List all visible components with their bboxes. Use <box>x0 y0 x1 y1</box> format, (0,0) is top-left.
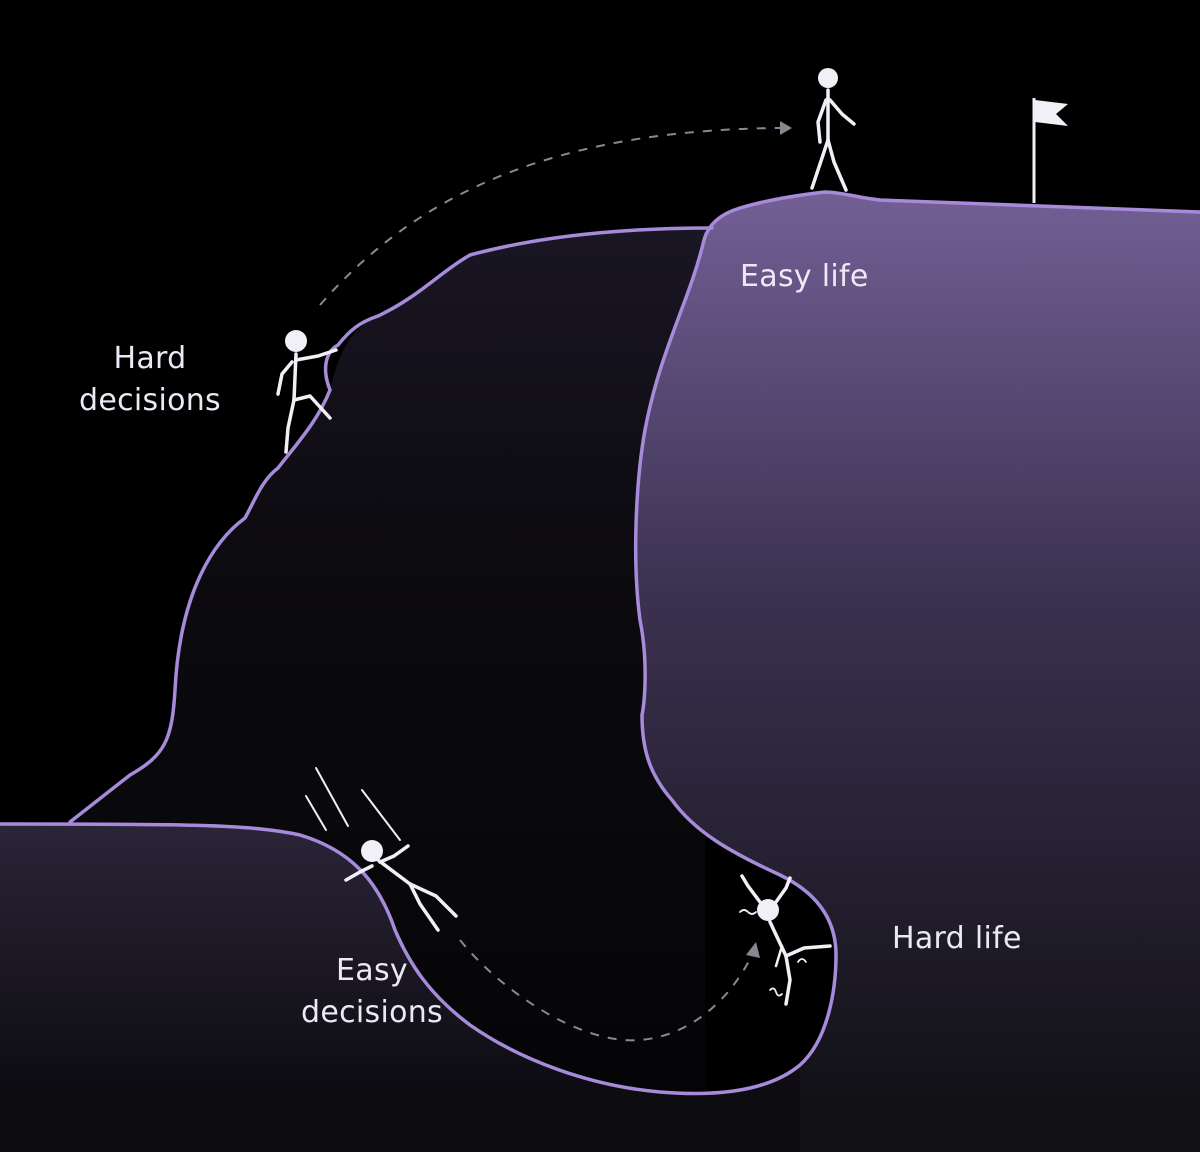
label-easy-decisions-line1: Easy <box>336 953 408 988</box>
dashed-arrow-up <box>319 127 781 306</box>
stick-figure-sliding <box>305 767 458 932</box>
stick-figure-climbing <box>276 330 338 454</box>
dashed-arrow-down <box>459 939 753 1042</box>
label-easy-decisions: Easy decisions <box>272 950 472 1034</box>
arrowhead-up <box>780 121 792 135</box>
label-hard-decisions-line1: Hard <box>113 341 187 376</box>
pit-gap <box>0 228 836 1094</box>
label-hard-decisions-line2: decisions <box>79 383 221 418</box>
label-easy-life: Easy life <box>740 259 869 294</box>
pit-floor <box>0 824 800 1152</box>
flag-icon <box>1032 98 1068 203</box>
arrowhead-down <box>746 942 760 958</box>
stick-figure-walking <box>810 68 856 192</box>
left-hill-outline <box>68 226 714 824</box>
label-easy-decisions-line2: decisions <box>301 995 443 1030</box>
label-hard-decisions: Hard decisions <box>50 338 250 422</box>
plateau-and-pit-outline <box>0 190 1200 1096</box>
label-hard-life: Hard life <box>892 921 1022 956</box>
stick-figure-hanging <box>739 874 832 1006</box>
